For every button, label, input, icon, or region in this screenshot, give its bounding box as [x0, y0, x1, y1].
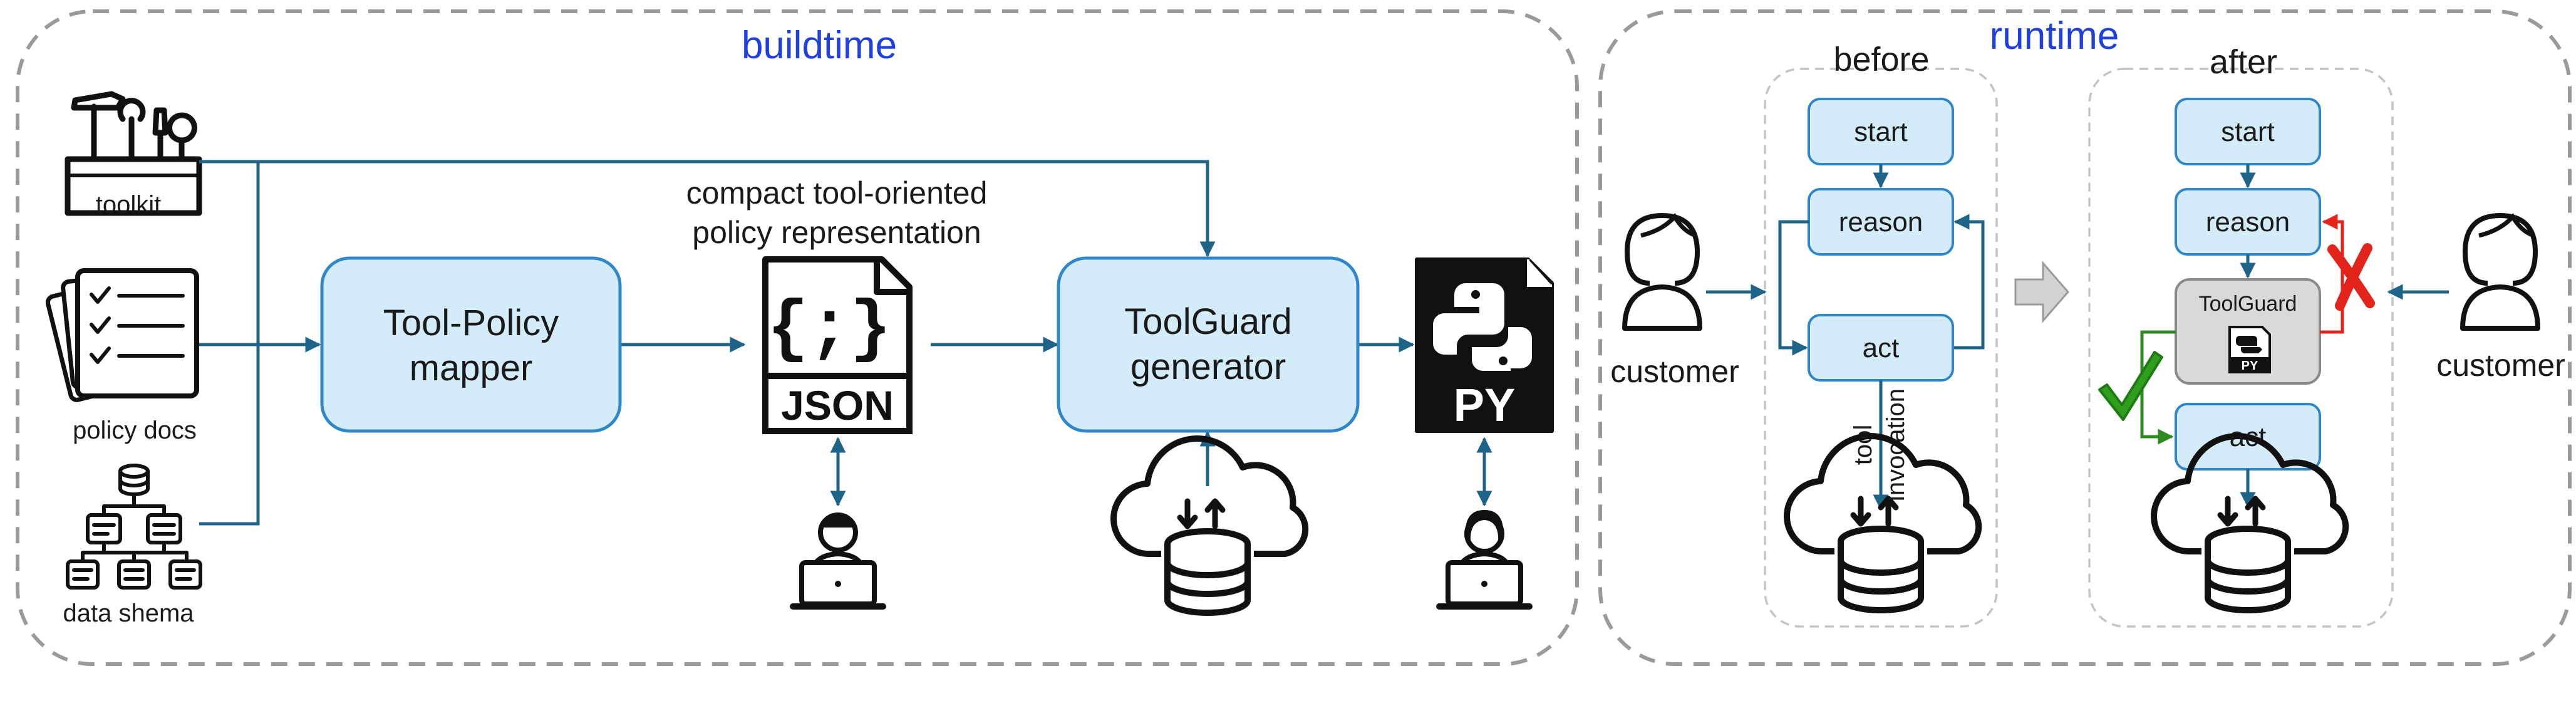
before-reason-to-act-loop	[1778, 220, 1809, 356]
toolguard-check-py-label: PY	[2242, 359, 2258, 373]
cross-icon	[2327, 243, 2375, 311]
developer-laptop-icon	[1436, 510, 1533, 610]
policy-docs-label: policy docs	[73, 417, 197, 444]
before-column	[1764, 68, 1998, 628]
buildtime-title: buildtime	[742, 24, 897, 67]
after-column	[2088, 68, 2394, 628]
checkmark-icon	[2098, 351, 2163, 421]
runtime-title: runtime	[1990, 14, 2119, 58]
toolguard-generator-box: ToolGuard generator	[1057, 256, 1360, 433]
developer-laptop-icon	[790, 512, 886, 610]
tool-policy-mapper-box: Tool-Policy mapper	[320, 256, 622, 433]
before-reason-label: reason	[1839, 207, 1923, 237]
before-act-to-reason-loop	[1953, 214, 1985, 350]
generator-label-line2: generator	[1130, 346, 1286, 387]
toolkit-to-generator-connector	[199, 160, 1216, 257]
database-schema-icon	[66, 464, 202, 590]
approve-to-act-arrow	[2140, 330, 2176, 445]
toolguard-check-label: ToolGuard	[2199, 292, 2297, 316]
after-reason-label: reason	[2206, 207, 2290, 237]
after-start-label: start	[2221, 117, 2275, 147]
after-title: after	[2210, 43, 2277, 81]
toolbox-icon	[65, 91, 202, 216]
checklist-documents-icon	[45, 268, 199, 402]
cloud-database-icon	[2150, 433, 2349, 613]
reject-to-reason-arrow	[2320, 214, 2344, 334]
generator-label-line1: ToolGuard	[1124, 301, 1292, 342]
representation-label-line2: policy representation	[692, 215, 981, 250]
customer-person-icon	[1622, 213, 1702, 331]
python-file-icon: PY	[1415, 257, 1554, 433]
right-arrow-icon	[2014, 260, 2069, 324]
json-file-icon: {;} JSON	[762, 256, 913, 434]
before-title: before	[1833, 41, 1929, 78]
cloud-database-icon	[1783, 433, 1982, 613]
buildtime-panel	[16, 9, 1579, 666]
python-file-label: PY	[1454, 379, 1516, 431]
cloud-database-icon	[1110, 435, 1309, 616]
json-file-label: JSON	[781, 382, 894, 429]
representation-label-line1: compact tool-oriented	[686, 175, 988, 211]
data-schema-label: data shema	[63, 600, 194, 627]
toolkit-label: toolkit	[96, 191, 162, 219]
after-customer-label: customer	[2436, 348, 2565, 383]
tool-invocation-label-line1: tool	[1849, 425, 1877, 465]
runtime-panel	[1598, 9, 2572, 666]
toolguard-check-box: ToolGuard PY	[2175, 278, 2321, 385]
svg-text:{;}: {;}	[767, 291, 891, 369]
mapper-label-line2: mapper	[410, 348, 533, 388]
mapper-label-line1: Tool-Policy	[383, 303, 559, 343]
before-act-label: act	[1863, 333, 1900, 363]
customer-person-icon	[2460, 213, 2540, 331]
before-customer-label: customer	[1610, 354, 1739, 389]
inputs-bus-connector	[199, 162, 260, 526]
before-start-label: start	[1854, 117, 1908, 147]
